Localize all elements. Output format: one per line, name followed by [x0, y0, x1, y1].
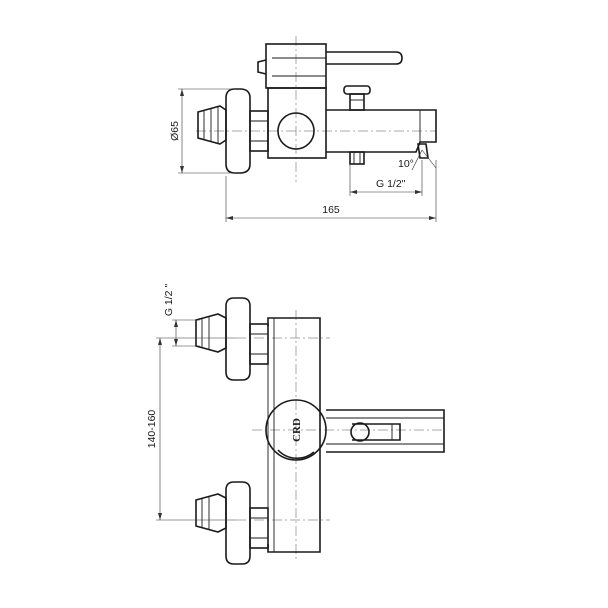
top-view: Ø65 165 10° G 1/2" [169, 36, 437, 222]
top-bottom-outlet [349, 151, 365, 165]
dim-thread-front: G 1/2 " [163, 284, 200, 347]
dim-thread-front-label: G 1/2 " [163, 284, 175, 317]
front-handle-arc [277, 449, 315, 460]
dim-thread-top-label: G 1/2" [376, 178, 406, 190]
dim-angle: 10° [398, 149, 437, 171]
top-lever-handle [257, 43, 403, 89]
dim-angle-label: 10° [398, 158, 414, 170]
front-lever [326, 409, 445, 453]
dim-diameter-label: Ø65 [169, 121, 181, 141]
top-inlet-connector [197, 105, 227, 145]
top-diverter-knob [343, 85, 371, 111]
dim-length-label: 165 [322, 204, 340, 216]
dim-diameter: Ø65 [169, 88, 236, 174]
dim-spacing-label: 140-160 [146, 410, 158, 449]
top-mixer-body [267, 87, 327, 159]
front-lower-flange [225, 481, 251, 565]
front-lower-hex-nut [249, 507, 269, 549]
dim-thread-top: G 1/2" [349, 160, 423, 196]
front-mixer-body [267, 317, 321, 553]
front-view: CRD G 1/2 " 140-160 [146, 284, 445, 565]
top-spout [326, 109, 437, 153]
brand-logo: CRD [291, 418, 303, 442]
front-upper-inlet [195, 313, 227, 353]
front-diverter-knob [350, 422, 401, 442]
dim-spacing: 140-160 [146, 337, 236, 521]
top-wall-flange [225, 88, 251, 174]
front-lower-inlet [195, 493, 227, 533]
dim-length: 165 [225, 160, 437, 222]
top-knob-circle [277, 112, 315, 150]
front-handle-disc [265, 399, 327, 461]
front-upper-hex-nut [249, 323, 269, 365]
front-upper-flange [225, 297, 251, 381]
